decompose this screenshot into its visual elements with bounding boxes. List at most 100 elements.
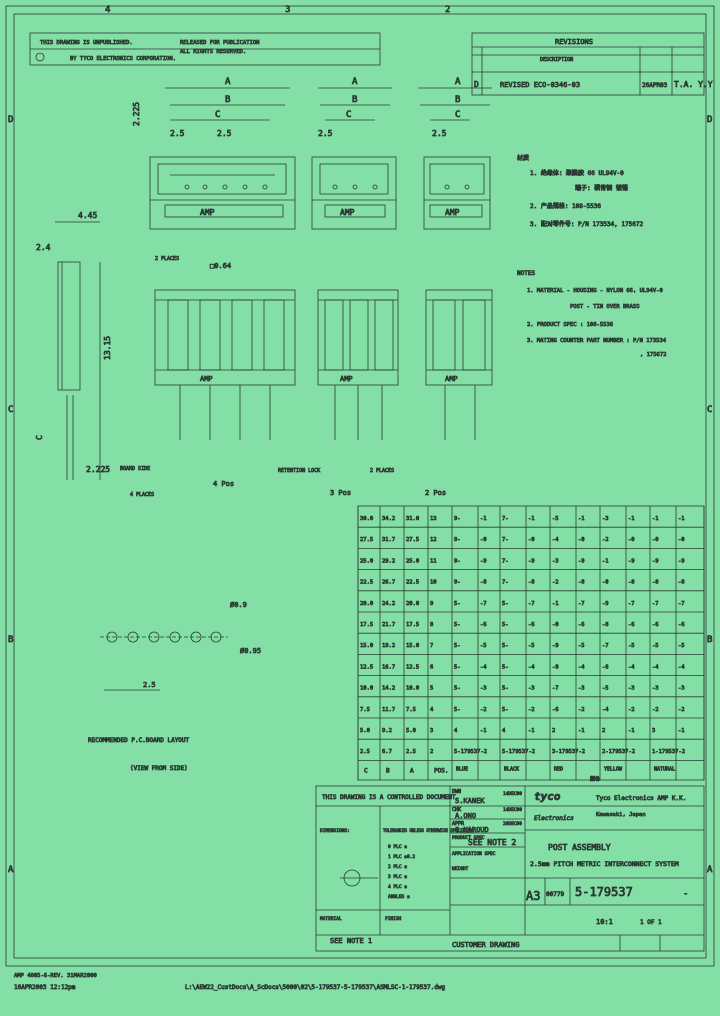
appr-date: 20DEC00 xyxy=(503,821,522,827)
table-cell: -9 xyxy=(602,601,609,607)
table-cell: -0 xyxy=(628,537,635,543)
table-cell: -1 xyxy=(578,728,585,734)
table-cell: -6 xyxy=(678,622,685,628)
table-cell: -8 xyxy=(528,580,535,586)
table-cell: -7 xyxy=(602,643,609,649)
table-cell: -1 xyxy=(602,558,609,564)
table-cell: 2 xyxy=(552,728,555,734)
table-footer-color: BLACK xyxy=(504,766,519,772)
sheet-size: A3 xyxy=(526,889,540,903)
table-cell: -7 xyxy=(678,601,685,607)
dimensions-label: DIMENSIONS: xyxy=(320,828,350,834)
table-cell: -8 xyxy=(480,580,487,586)
table-cell: -4 xyxy=(652,664,659,670)
table-cell: -6 xyxy=(552,707,559,713)
tyco-logo-sub: Electronics xyxy=(534,815,574,822)
dwn-label: DWN xyxy=(452,789,461,795)
table-cell: -8 xyxy=(578,580,585,586)
drawing-title-1: POST ASSEMBLY xyxy=(548,843,611,852)
table-cell: -9 xyxy=(628,558,635,564)
table-cell: 2-179537-2 xyxy=(602,749,635,755)
table-cell: -5 xyxy=(528,643,535,649)
table-cell: -1 xyxy=(628,516,635,522)
table-cell: 5- xyxy=(454,686,461,692)
table-footer-note: 颜色 xyxy=(590,775,600,782)
table-cell: -4 xyxy=(552,537,559,543)
pitch-4pos-b: 2.5 xyxy=(217,129,232,138)
table-cell: 5-179537-2 xyxy=(454,749,487,755)
table-cell: -0 xyxy=(480,537,487,543)
table-cell: 4 xyxy=(454,728,458,734)
table-cell: -1 xyxy=(678,728,685,734)
table-cell: 21.7 xyxy=(382,622,395,628)
notes-chinese: 材质 1. 绝缘体: 聚酰胺 66 UL94V-0 端子: 磷青铜 镀锡 2. … xyxy=(517,154,644,229)
notes-en-3b: , 175672 xyxy=(640,352,667,358)
table-cell: -5 xyxy=(480,643,487,649)
table-cell: 1-179537-2 xyxy=(652,749,685,755)
file-path: L:\AEW22_CustDocs\A_ScDocs\5000\02\5-179… xyxy=(185,984,445,991)
tol-0plc: 0 PLC ± xyxy=(388,844,407,850)
table-cell: 5-179537-2 xyxy=(502,749,535,755)
pcb-layout: Ø0.9 Ø0.95 2.5 RECOMMENDED P.C.BOARD LAY… xyxy=(88,601,262,773)
table-cell: -2 xyxy=(480,707,487,713)
notice-released: RELEASED FOR PUBLICATION xyxy=(180,40,259,46)
table-cell: 2 xyxy=(430,749,433,755)
notes-cn-3: 3. 配对零件号: P/N 173534, 175672 xyxy=(530,220,643,228)
table-cell: 3-179537-2 xyxy=(552,749,585,755)
table-cell: 5- xyxy=(502,643,509,649)
table-footer-label: B xyxy=(386,767,390,774)
table-cell: 5- xyxy=(454,664,461,670)
revisions-col-desc: DESCRIPTION xyxy=(540,57,573,63)
pcb-subtitle: (VIEW FROM SIDE) xyxy=(130,765,188,772)
pitch-2pos: 2.5 xyxy=(432,129,447,138)
company-city: Kawasaki, Japan xyxy=(596,812,646,818)
table-cell: -4 xyxy=(480,664,487,670)
zone-left-a: A xyxy=(8,865,14,875)
table-cell: 30.0 xyxy=(360,516,373,522)
table-cell: 4 xyxy=(430,707,434,713)
callout-2places-2: 2 PLACES xyxy=(370,468,394,474)
table-cell: 27.5 xyxy=(360,537,373,543)
table-cell: -1 xyxy=(678,516,685,522)
front-view-2pos: AMP 2 Pos xyxy=(425,289,493,497)
table-cell: 9- xyxy=(454,537,461,543)
table-footer-color: RED xyxy=(554,766,563,772)
revisions-block: REVISIONS DESCRIPTION D REVISED ECO-0346… xyxy=(471,32,713,96)
dwn-name: S.KANEK xyxy=(455,797,485,805)
pitch-3pos: 2.5 xyxy=(318,129,333,138)
table-cell: 25.0 xyxy=(360,558,373,564)
table-cell: 15.0 xyxy=(406,643,419,649)
table-cell: 2.5 xyxy=(360,749,370,755)
table-cell: -9 xyxy=(552,643,559,649)
table-cell: -5 xyxy=(628,643,635,649)
controlled-document: THIS DRAWING IS A CONTROLLED DOCUMENT. xyxy=(322,794,459,801)
table-cell: -2 xyxy=(678,707,685,713)
table-cell: 11.7 xyxy=(382,707,395,713)
notice-copyright: BY TYCO ELECTRONICS CORPORATION. xyxy=(70,56,176,62)
revision-date: 26APR03 xyxy=(642,82,668,89)
dim-side-c: C xyxy=(35,435,44,440)
table-cell: -0 xyxy=(528,537,535,543)
title-block: THIS DRAWING IS A CONTROLLED DOCUMENT. D… xyxy=(315,785,705,952)
table-cell: -2 xyxy=(652,707,659,713)
format-text: AMP 4805-6-REV. 31MAR2000 xyxy=(14,973,97,979)
table-cell: -5 xyxy=(578,643,585,649)
table-footer-color: YELLOW xyxy=(604,766,623,772)
notes-cn-1: 1. 绝缘体: 聚酰胺 66 UL94V-0 xyxy=(530,169,624,177)
outer-border xyxy=(5,5,715,967)
table-cell: -8 xyxy=(602,622,609,628)
zone-left-c: C xyxy=(8,405,13,415)
table-cell: 10.0 xyxy=(406,686,419,692)
dim-pcb-pitch: 2.5 xyxy=(143,681,156,689)
table-cell: 15.0 xyxy=(360,643,373,649)
table-cell: 8 xyxy=(430,622,433,628)
table-cell: -2 xyxy=(602,537,609,543)
table-cell: -0 xyxy=(578,537,585,543)
table-cell: 9- xyxy=(454,558,461,564)
table-cell: -6 xyxy=(652,622,659,628)
table-cell: -8 xyxy=(628,580,635,586)
weight-label: WEIGHT xyxy=(452,866,469,872)
table-cell: -7 xyxy=(628,601,635,607)
